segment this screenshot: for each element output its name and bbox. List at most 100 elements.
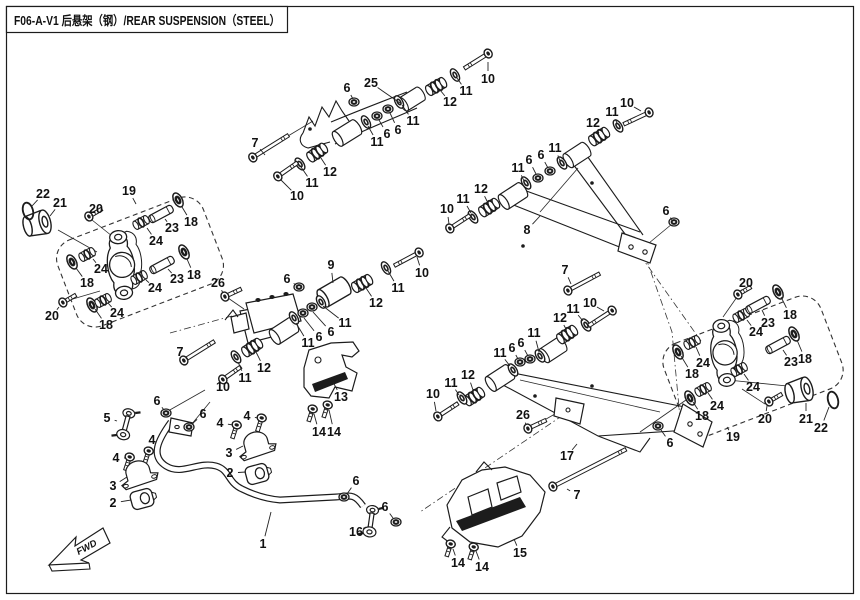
hw-bolt — [587, 305, 617, 328]
callout-20: 20 — [45, 309, 59, 323]
callout-6: 6 — [316, 330, 323, 344]
callout-6: 6 — [284, 272, 291, 286]
hw-bolt — [467, 542, 479, 561]
callout-6: 6 — [382, 500, 389, 514]
callout-leader-12 — [563, 324, 567, 330]
callout-11: 11 — [305, 176, 318, 190]
hw-nut — [524, 354, 536, 364]
callout-11: 11 — [370, 135, 383, 149]
stabilizer-mount-plate — [168, 417, 194, 437]
hw-bolt — [84, 206, 104, 222]
callout-16: 16 — [349, 525, 363, 539]
part-15-skid-guard — [441, 461, 546, 548]
callout-10: 10 — [426, 387, 440, 401]
callout-3: 3 — [226, 446, 233, 460]
callout-leader-10 — [447, 216, 450, 225]
callout-leader-14 — [475, 550, 480, 560]
hw-bolt — [306, 404, 318, 423]
callout-14: 14 — [475, 560, 489, 574]
callout-6: 6 — [667, 436, 674, 450]
callout-23: 23 — [170, 272, 184, 286]
title-box — [5, 5, 289, 34]
callout-leader-23 — [164, 218, 168, 222]
callout-leader-11 — [237, 361, 243, 371]
callout-leader-11 — [614, 119, 618, 124]
fwd-arrow: FWD — [47, 527, 111, 572]
callout-leader-11 — [401, 104, 409, 115]
callout-leader-13 — [332, 381, 338, 391]
callout-leader-12 — [365, 287, 372, 297]
hw-bolt — [445, 213, 472, 234]
callout-leader-6 — [532, 166, 537, 175]
callout-18: 18 — [184, 215, 198, 229]
callout-leader-7 — [259, 148, 266, 156]
callout-18: 18 — [798, 352, 812, 366]
callout-20: 20 — [739, 276, 753, 290]
callout-leader-12 — [596, 129, 600, 134]
callout-leader-6 — [389, 513, 394, 519]
hw-nut — [371, 111, 383, 121]
hw-nut — [532, 173, 544, 183]
callout-18: 18 — [80, 276, 94, 290]
hw-nut — [390, 517, 402, 527]
callout-18: 18 — [99, 318, 113, 332]
callout-17: 17 — [560, 449, 574, 463]
callout-12: 12 — [474, 182, 488, 196]
callout-leader-20 — [739, 289, 742, 293]
hw-bolt — [273, 160, 300, 182]
callout-leader-6 — [660, 429, 666, 437]
callout-leader-7 — [185, 357, 189, 361]
callout-leader-6 — [303, 317, 315, 331]
callout-2: 2 — [227, 466, 234, 480]
callout-3: 3 — [110, 479, 117, 493]
callout-10: 10 — [481, 72, 495, 86]
hw-nut — [668, 217, 680, 227]
callout-leader-14 — [452, 548, 456, 556]
callout-14: 14 — [327, 425, 341, 439]
callout-11: 11 — [605, 105, 618, 119]
callout-leader-23 — [167, 268, 172, 274]
callout-leader-16 — [362, 526, 367, 529]
callout-23: 23 — [761, 316, 775, 330]
callout-11: 11 — [238, 371, 251, 385]
callout-leader-4 — [227, 423, 234, 426]
hw-bolt — [433, 401, 460, 422]
callout-leader-24 — [707, 392, 713, 400]
callout-18: 18 — [695, 409, 709, 423]
callout-24: 24 — [710, 399, 724, 413]
hw-nut — [652, 421, 664, 431]
hw-bolt — [123, 452, 135, 472]
callout-24: 24 — [749, 325, 763, 339]
hw-nut — [306, 302, 318, 312]
callout-leader-24 — [107, 302, 112, 308]
callout-leader-9 — [331, 272, 334, 284]
callout-leader-6 — [378, 119, 384, 128]
callout-leader-10 — [416, 256, 421, 266]
callout-leader-6 — [389, 112, 396, 123]
callout-leader-18 — [181, 206, 188, 216]
callout-4: 4 — [113, 451, 120, 465]
callout-15: 15 — [513, 546, 527, 560]
callout-leader-11 — [387, 270, 395, 282]
phantom-lines — [169, 254, 702, 513]
callout-19: 19 — [122, 184, 136, 198]
hw-bolt — [462, 48, 493, 71]
callout-4: 4 — [244, 409, 251, 423]
callout-6: 6 — [395, 123, 402, 137]
hw-nut — [338, 492, 350, 502]
callout-24: 24 — [110, 306, 124, 320]
hw-bolt — [733, 284, 753, 300]
callout-25: 25 — [364, 76, 378, 90]
callout-10: 10 — [583, 296, 597, 310]
callout-leader-11 — [455, 389, 460, 396]
callout-6: 6 — [518, 336, 525, 350]
callout-24: 24 — [696, 356, 710, 370]
callout-leader-6 — [346, 487, 352, 495]
callout-11: 11 — [391, 281, 404, 295]
callout-leader-6 — [515, 354, 519, 360]
hw-bolt — [179, 339, 217, 366]
callout-leader-11 — [535, 340, 540, 353]
callout-11: 11 — [548, 141, 561, 155]
callout-leader-6 — [293, 283, 297, 286]
